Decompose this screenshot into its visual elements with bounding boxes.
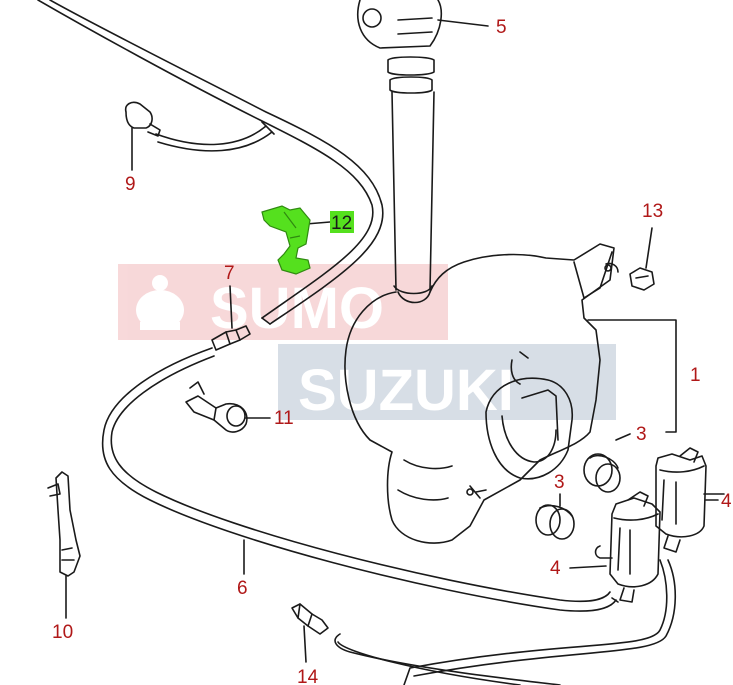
hose-upper — [37, 0, 384, 325]
callout-6: 6 — [237, 578, 248, 599]
callout-5: 5 — [496, 17, 507, 38]
hose-joint-7 — [211, 325, 251, 351]
watermark: SUMO SUZUKI — [118, 264, 616, 423]
washer-pump-left — [594, 491, 661, 603]
washer-tank — [344, 243, 619, 544]
callout-3-lower: 3 — [554, 472, 565, 493]
nut-13 — [629, 267, 655, 291]
leader-1-bracket — [587, 319, 677, 433]
leader-7 — [229, 285, 233, 329]
hose-lower — [101, 347, 619, 612]
nozzle-11 — [185, 381, 248, 433]
nozzle-9 — [124, 101, 275, 152]
callout-10: 10 — [52, 622, 73, 643]
hose-bottom-outer — [337, 641, 521, 685]
watermark-blue-band — [278, 344, 616, 420]
washer-pump-right — [655, 447, 725, 553]
leader-4a — [569, 565, 607, 569]
callout-4-left: 4 — [550, 558, 561, 579]
leader-5 — [437, 19, 489, 27]
pump-hose-right — [403, 559, 668, 685]
callout-9: 9 — [125, 174, 136, 195]
leader-13 — [645, 227, 653, 269]
pump-hose-right-outer — [413, 559, 677, 677]
filler-neck — [356, 0, 443, 304]
callout-7: 7 — [224, 263, 235, 284]
callout-13: 13 — [642, 201, 663, 222]
leader-3a — [615, 433, 631, 441]
bracket-12-highlighted — [261, 205, 311, 275]
leader-14 — [303, 625, 307, 663]
callout-11: 11 — [274, 408, 294, 429]
joint-14 — [291, 603, 329, 635]
callout-14: 14 — [297, 667, 319, 685]
callout-12-highlight-box — [330, 211, 354, 233]
callout-1: 1 — [690, 365, 701, 386]
callout-12: 12 — [331, 213, 352, 234]
grommet-lower — [535, 504, 575, 540]
watermark-word-sumo: SUMO — [210, 276, 384, 341]
callout-3-upper: 3 — [636, 424, 647, 445]
hose-clip-10 — [47, 471, 81, 577]
watermark-word-suzuki: SUZUKI — [298, 358, 514, 423]
grommet-upper — [583, 453, 621, 493]
leader-12 — [305, 221, 331, 225]
callouts: 5 13 12 7 9 1 11 3 3 4 4 6 10 14 — [52, 17, 732, 685]
callout-4-right: 4 — [721, 491, 732, 512]
sumo-logo-icon — [136, 275, 184, 330]
